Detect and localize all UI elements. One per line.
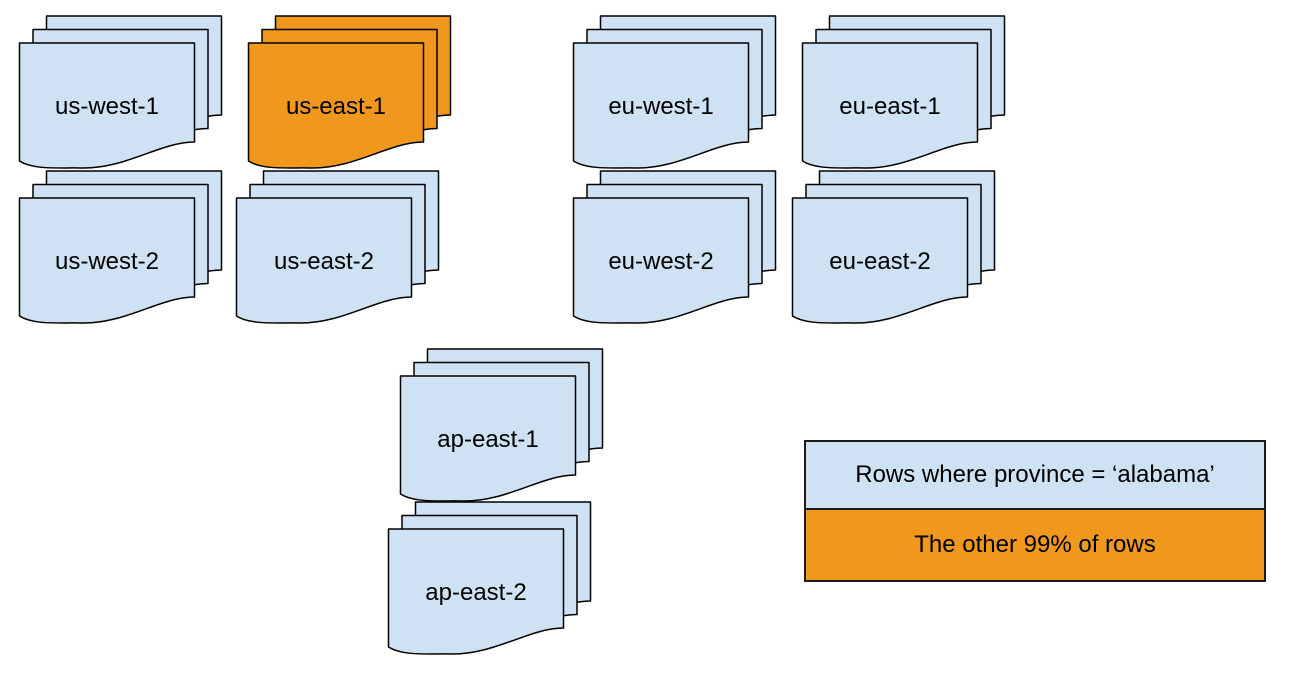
region-stack-us-west-1: us-west-1 — [18, 15, 223, 172]
document-stack-icon: ap-east-1 — [399, 348, 604, 502]
region-label: us-west-1 — [55, 93, 159, 120]
document-stack-icon: us-east-1 — [247, 15, 452, 169]
region-stack-us-east-2: us-east-2 — [235, 170, 440, 327]
region-stack-eu-east-1: eu-east-1 — [801, 15, 1006, 172]
region-label: eu-east-2 — [829, 248, 930, 275]
doc-page-front — [791, 197, 969, 324]
legend-item-other-rows: The other 99% of rows — [806, 508, 1264, 580]
document-stack-icon: eu-east-2 — [791, 170, 996, 324]
region-stack-ap-east-2: ap-east-2 — [387, 501, 592, 658]
region-stack-us-west-2: us-west-2 — [18, 170, 223, 327]
document-stack-icon: eu-east-1 — [801, 15, 1006, 169]
region-label: us-east-1 — [286, 93, 386, 120]
document-stack-icon: eu-west-2 — [572, 170, 777, 324]
document-stack-icon: us-west-1 — [18, 15, 223, 169]
document-stack-icon: ap-east-2 — [387, 501, 592, 655]
region-stack-eu-west-2: eu-west-2 — [572, 170, 777, 327]
doc-page-front — [235, 197, 413, 324]
region-label: eu-east-1 — [839, 93, 940, 120]
doc-page-front — [572, 42, 750, 169]
document-stack-icon: us-west-2 — [18, 170, 223, 324]
document-stack-icon: us-east-2 — [235, 170, 440, 324]
region-label: eu-west-1 — [608, 93, 713, 120]
region-label: ap-east-1 — [437, 426, 538, 453]
document-stack-icon: eu-west-1 — [572, 15, 777, 169]
doc-page-front — [18, 197, 196, 324]
region-stack-eu-west-1: eu-west-1 — [572, 15, 777, 172]
legend: Rows where province = ‘alabama’ The othe… — [804, 440, 1266, 582]
region-stack-ap-east-1: ap-east-1 — [399, 348, 604, 505]
region-label: ap-east-2 — [425, 579, 526, 606]
legend-item-alabama-rows: Rows where province = ‘alabama’ — [806, 442, 1264, 508]
doc-page-front — [399, 375, 577, 502]
region-label: us-west-2 — [55, 248, 159, 275]
doc-page-front — [801, 42, 979, 169]
region-label: eu-west-2 — [608, 248, 713, 275]
legend-label: The other 99% of rows — [914, 531, 1156, 558]
legend-label: Rows where province = ‘alabama’ — [855, 461, 1215, 488]
region-stack-eu-east-2: eu-east-2 — [791, 170, 996, 327]
region-stack-us-east-1: us-east-1 — [247, 15, 452, 172]
doc-page-front — [247, 42, 425, 169]
doc-page-front — [387, 528, 565, 655]
region-label: us-east-2 — [274, 248, 374, 275]
doc-page-front — [572, 197, 750, 324]
doc-page-front — [18, 42, 196, 169]
